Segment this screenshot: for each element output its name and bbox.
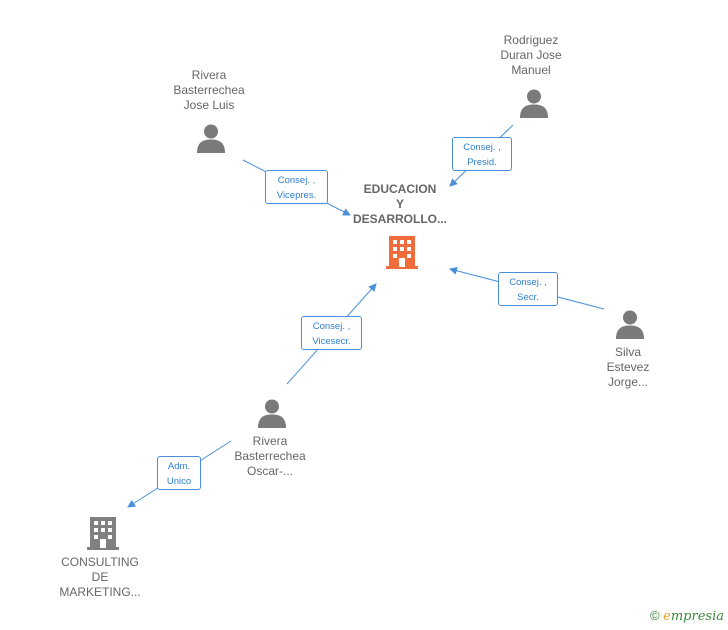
relation-role-line1: Consej. , xyxy=(463,142,501,153)
person-icon[interactable] xyxy=(615,309,645,339)
person-icon[interactable] xyxy=(519,88,549,118)
relation-role-line2: Secr. xyxy=(517,292,539,303)
person-icon[interactable] xyxy=(257,398,287,428)
person-label-rivera-jose[interactable]: Rivera Basterrechea Jose Luis xyxy=(173,68,245,112)
consulting-company-label[interactable]: CONSULTING DE MARKETING... xyxy=(59,555,141,599)
relation-badge-rodriguez[interactable]: Consej. , Presid. xyxy=(452,137,512,171)
brand-logo-text: mpresia xyxy=(670,609,724,624)
relation-role-line2: Vicesecr. xyxy=(312,336,351,347)
relation-role-line2: Unico xyxy=(166,476,192,487)
building-icon[interactable] xyxy=(386,234,418,270)
relation-badge-silva[interactable]: Consej. , Secr. xyxy=(498,272,558,306)
person-icon[interactable] xyxy=(196,123,226,153)
person-label-silva[interactable]: Silva Estevez Jorge... xyxy=(606,345,650,389)
relation-badge-rivera-oscar[interactable]: Consej. , Vicesecr. xyxy=(301,316,362,350)
relation-role-line1: Consej. , xyxy=(312,321,351,332)
relation-role-line1: Consej. , xyxy=(509,277,547,288)
person-label-rodriguez[interactable]: Rodriguez Duran Jose Manuel xyxy=(500,33,562,77)
relation-badge-consulting[interactable]: Adm. Unico xyxy=(157,456,201,490)
brand-logo: empresia xyxy=(663,609,724,624)
building-icon[interactable] xyxy=(87,515,119,551)
empresia-watermark: © empresia xyxy=(650,608,724,624)
main-company-label[interactable]: EDUCACION Y DESARROLLO... xyxy=(352,182,447,226)
brand-logo-e: e xyxy=(663,609,671,624)
copyright-symbol: © xyxy=(649,608,660,623)
relation-badge-rivera-jose[interactable]: Consej. , Vicepres. xyxy=(265,170,328,204)
relation-role-line1: Adm. xyxy=(167,461,191,472)
person-label-rivera-oscar[interactable]: Rivera Basterrechea Oscar-... xyxy=(234,434,306,478)
relation-role-line2: Vicepres. xyxy=(276,190,317,201)
relation-role-line2: Presid. xyxy=(467,157,497,168)
relation-role-line1: Consej. , xyxy=(277,175,316,186)
